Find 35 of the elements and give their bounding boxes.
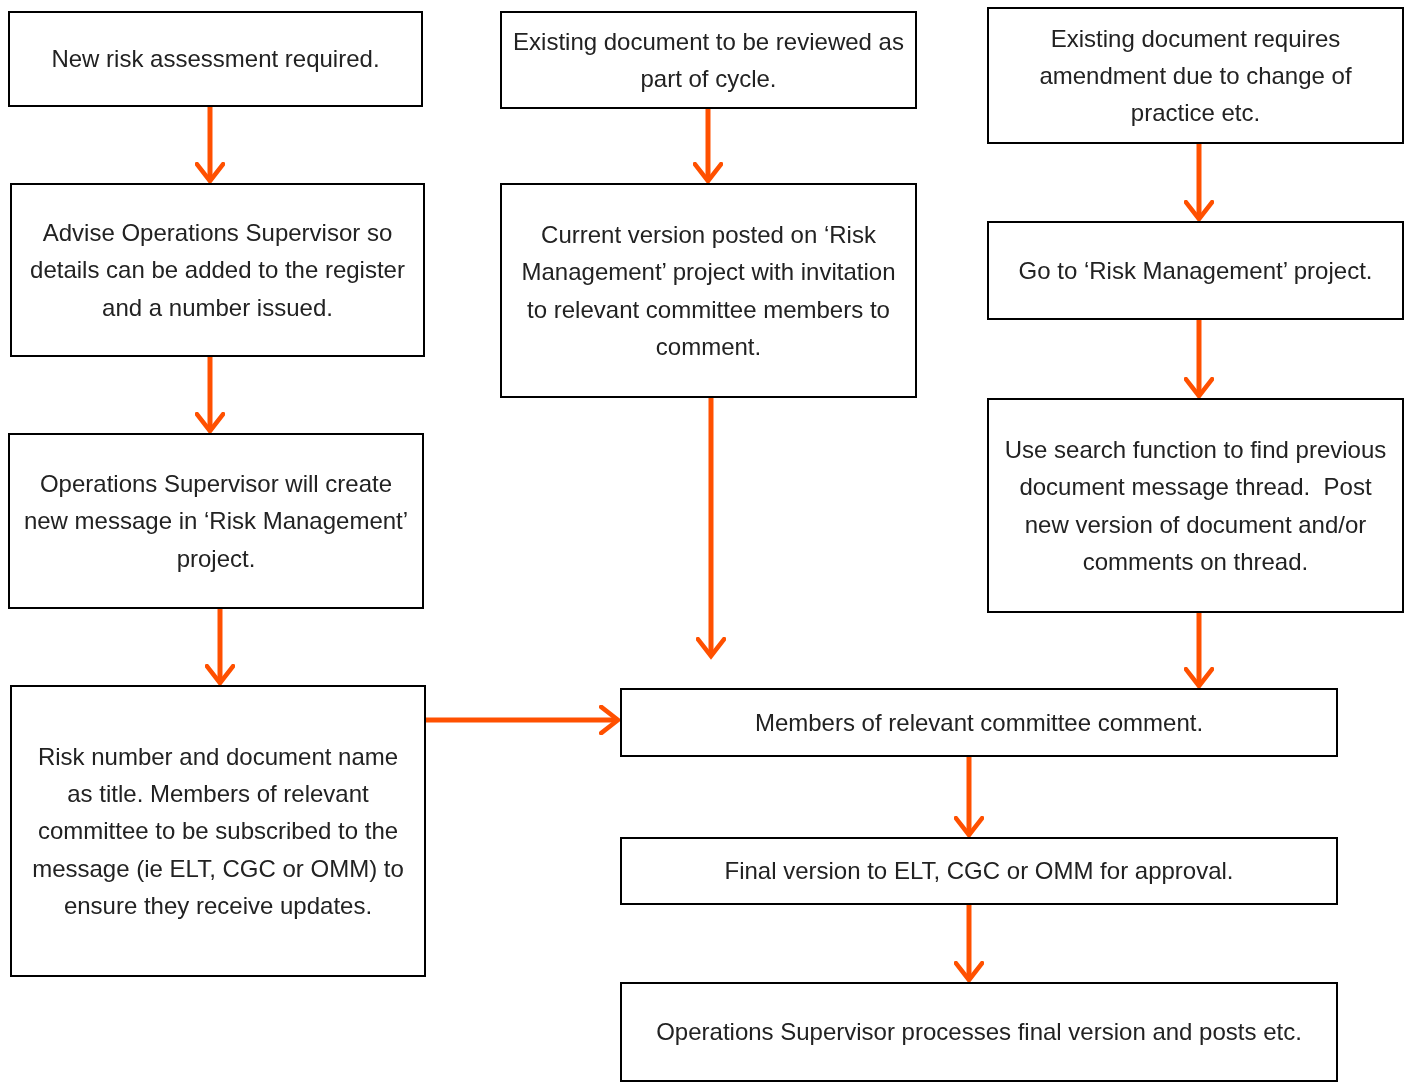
arrow <box>953 905 985 983</box>
box-text: Current version posted on ‘Risk Management’ project with invitation to relevant committee members to comment. <box>520 220 897 362</box>
process-box <box>620 688 1338 757</box>
arrow <box>692 109 724 184</box>
process-box <box>620 837 1338 905</box>
box-text: Members of relevant committee comment. <box>754 707 1204 738</box>
box-text: Go to ‘Risk Management’ project. <box>1018 255 1373 286</box>
process-box <box>987 221 1404 320</box>
arrow <box>1183 320 1215 399</box>
box-text: Risk number and document name as title. Members of relevant committee to be subscribed to the message (ie ELT, CGC or OMM) to ensure they receive updates. <box>31 742 405 921</box>
process-box <box>10 685 426 977</box>
box-text: Operations Supervisor will create new message in ‘Risk Management’ project. <box>22 469 410 574</box>
arrow <box>204 609 236 686</box>
process-box <box>8 433 424 609</box>
process-box <box>8 11 423 107</box>
process-box <box>500 183 917 398</box>
process-box <box>987 7 1404 144</box>
process-box <box>987 398 1404 613</box>
box-text: Advise Operations Supervisor so details can be added to the register and a number issued. <box>29 218 406 323</box>
arrow <box>953 757 985 838</box>
process-box <box>620 982 1338 1082</box>
box-text: New risk assessment required. <box>51 44 380 75</box>
process-box <box>10 183 425 357</box>
arrow <box>695 398 727 659</box>
arrow <box>194 357 226 434</box>
arrow <box>426 704 621 736</box>
box-text: Use search function to find previous document message thread. Post new version of document and/or comments on thread. <box>1003 435 1388 577</box>
box-text: Final version to ELT, CGC or OMM for approval. <box>724 856 1234 887</box>
box-text: Operations Supervisor processes final version and posts etc. <box>656 1017 1302 1048</box>
arrow <box>194 107 226 184</box>
box-text: Existing document to be reviewed as part of cycle. <box>512 26 905 94</box>
arrow <box>1183 144 1215 222</box>
arrow <box>1183 613 1215 689</box>
box-text: Existing document requires amendment due to change of practice etc. <box>1038 23 1353 129</box>
process-box <box>500 11 917 109</box>
